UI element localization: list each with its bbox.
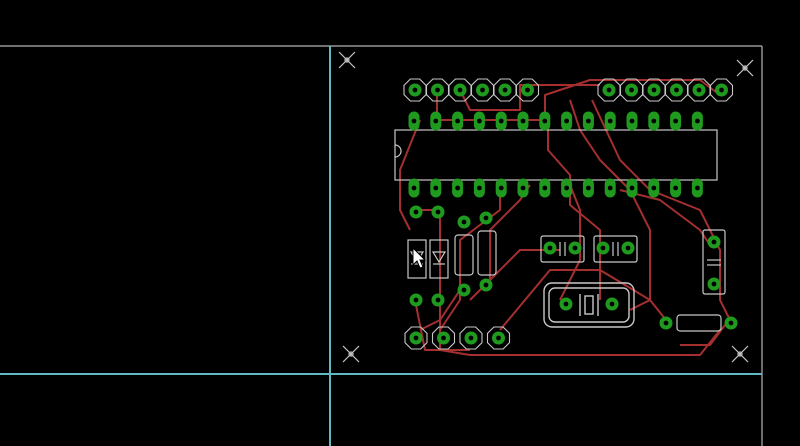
ic-pad-top [626,111,638,131]
ic-pad-bottom [495,178,507,198]
header-left-outline [403,78,540,102]
ic-pad-bottom [670,178,682,198]
component-pad [409,205,423,219]
header-pad [625,83,638,97]
ic-pad-top [473,111,485,131]
header-pad [453,83,467,97]
component-pad [457,283,471,297]
header-pad [408,83,422,97]
header-pad [692,83,706,97]
diode[interactable] [429,239,449,279]
header-pad [670,83,683,97]
component-pad [724,316,738,330]
ic-pad-top [670,111,682,131]
ic-pad-top [691,111,703,131]
board-outline [0,45,763,446]
header-pad [409,331,423,345]
ic-pad-bottom [691,178,703,198]
component-pad [596,241,610,255]
ceramic-capacitor[interactable] [540,235,585,263]
ic-pad-bottom [452,178,464,198]
resistor[interactable] [477,230,497,276]
component-pad [659,316,673,330]
ic-pad-bottom [430,178,442,198]
header-pad [476,83,489,97]
component-pad [568,241,582,255]
ic-pad-top [408,111,420,131]
ic-pad-top [604,111,616,131]
component-pad [479,278,493,292]
component-pad [559,297,573,311]
ic-pad-top [430,111,442,131]
pads [408,83,738,345]
axis-lines [0,46,762,446]
ic-pad-bottom [604,178,616,198]
ic-pad-bottom [539,178,551,198]
component-pad [409,293,423,307]
header-right-outline [597,78,734,102]
cross-marker-icon [338,51,356,69]
header-bottom-outline [404,326,511,350]
component-pad [479,211,493,225]
component-pad [543,241,557,255]
component-pad [621,241,635,255]
component-pad [431,205,445,219]
ic-pad-top [561,111,573,131]
component-pad [457,215,471,229]
header-pad [647,83,661,97]
component-pad [707,277,721,291]
header-pad [521,83,534,97]
ic-pad-top [582,111,594,131]
ceramic-capacitor[interactable] [593,235,638,263]
ic-pad-top [452,111,464,131]
ceramic-capacitor[interactable] [702,229,726,295]
ic-pad-bottom [648,178,660,198]
cross-marker-icon [736,59,754,77]
ic-pad-bottom [473,178,485,198]
header-pad [464,331,478,345]
header-pad [437,331,450,345]
cross-marker-icon [731,345,749,363]
component-pad [707,235,721,249]
resistor[interactable] [454,234,474,276]
ic-pad-bottom [517,178,529,198]
header-pad [492,331,505,345]
ic-pad-bottom [561,178,573,198]
header-pad [602,83,616,97]
crystal-oscillator[interactable] [543,282,635,328]
header-pad [498,83,512,97]
header-pad [431,83,444,97]
arrow-cursor-icon [412,246,427,269]
ic-pad-bottom [626,178,638,198]
component-pad [431,293,445,307]
ic-pad-bottom [408,178,420,198]
component-pad [605,297,619,311]
ic-pad-top [495,111,507,131]
header-pad [715,83,728,97]
ic-pad-bottom [582,178,594,198]
dip28-ic[interactable] [394,129,718,181]
ic-pad-top [648,111,660,131]
ic-pad-top [539,111,551,131]
cross-marker-icon [342,345,360,363]
ic-pad-top [517,111,529,131]
resistor[interactable] [676,314,722,332]
mounting-holes [338,51,754,363]
